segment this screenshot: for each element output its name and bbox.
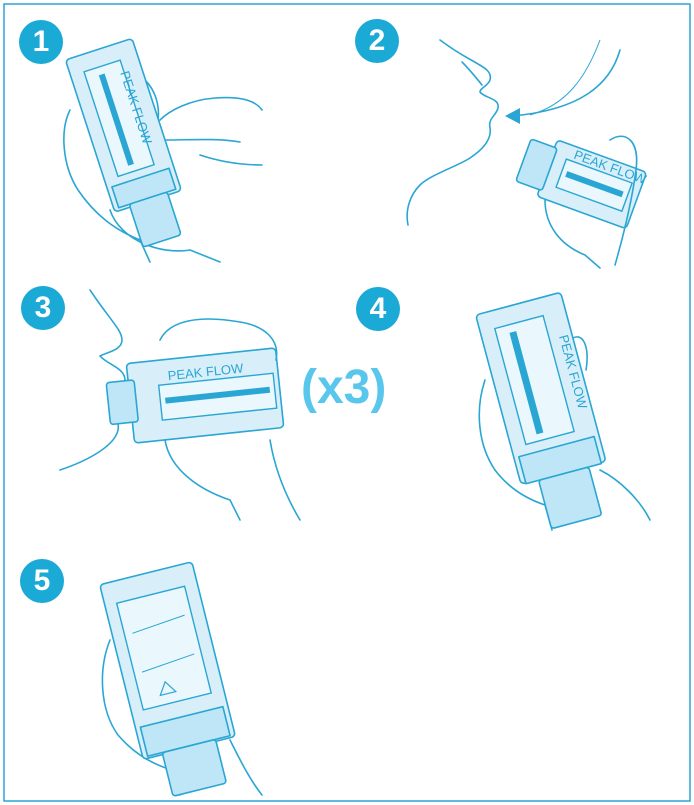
step-1-badge: 1 bbox=[19, 20, 63, 64]
peak-flow-meter-icon bbox=[100, 562, 246, 801]
step-2-badge: 2 bbox=[355, 19, 399, 63]
step-5-badge: 5 bbox=[20, 559, 64, 603]
repeat-three-times-label: (x3) bbox=[301, 360, 386, 416]
step-4-badge: 4 bbox=[356, 287, 400, 331]
step-3-badge: 3 bbox=[21, 286, 65, 330]
